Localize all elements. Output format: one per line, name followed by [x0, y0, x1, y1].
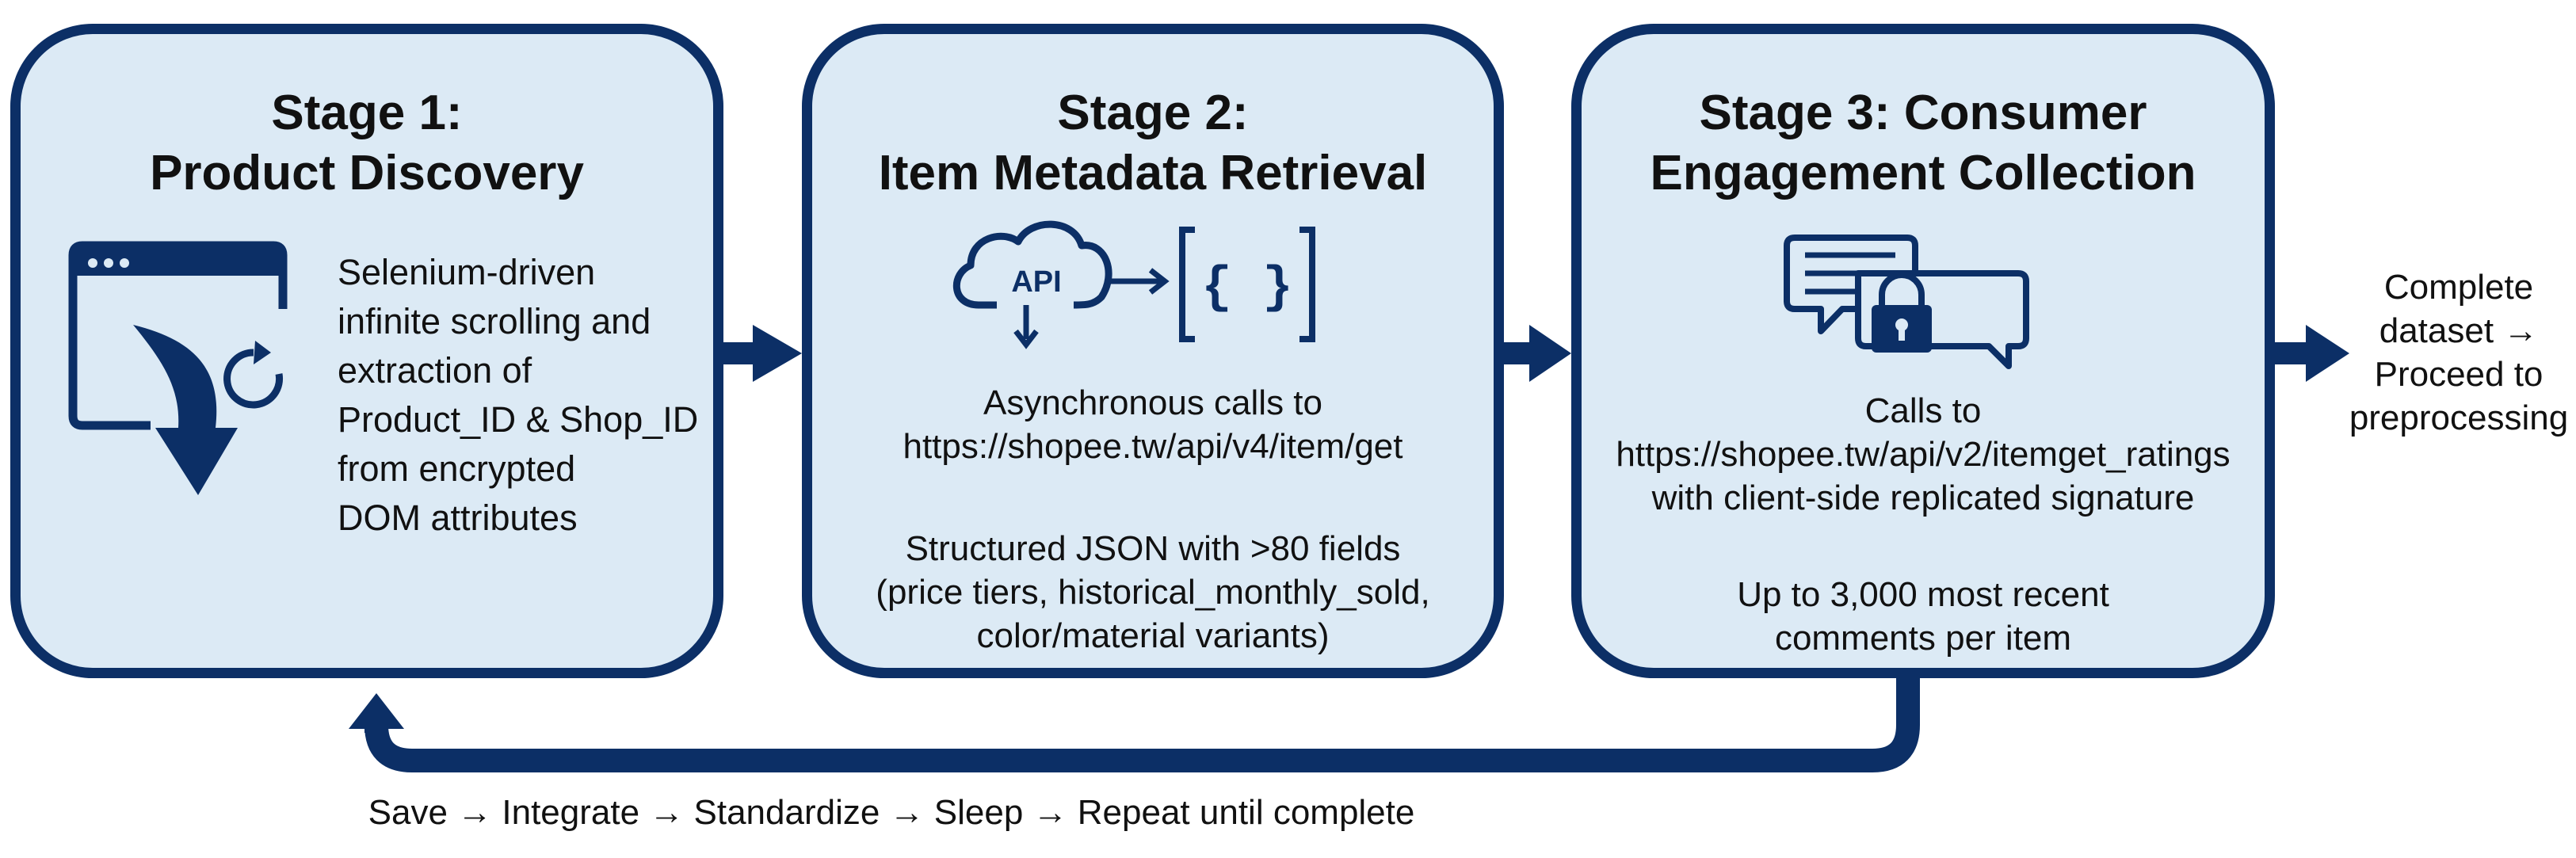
feedback-loop-arrow	[349, 678, 1920, 772]
stage-2-title-line-1: Stage 2:	[1057, 86, 1249, 140]
chat-lock-icon	[1784, 235, 2029, 369]
stage-1-line-1: Selenium-driven	[338, 252, 596, 292]
stage-3-title-line-1: Stage 3: Consumer	[1699, 86, 2147, 140]
stage-1-line-6: DOM attributes	[338, 498, 578, 538]
api-label: API	[1011, 265, 1061, 299]
stage-2-line-1: Asynchronous calls to	[983, 383, 1322, 422]
stage-2-note-line-3: color/material variants)	[976, 616, 1330, 655]
stage-1-box: Stage 1: Product Discovery Selenium-driv…	[10, 24, 723, 678]
stage-1-title: Stage 1: Product Discovery	[21, 83, 713, 204]
stage-2-note-line-1: Structured JSON with >80 fields	[905, 529, 1401, 568]
final-output-line-2: dataset →	[2379, 311, 2539, 350]
stage-3-line-3: with client-side replicated signature	[1651, 479, 2195, 517]
final-output-label: Complete dataset → Proceed to preprocess…	[2344, 265, 2574, 440]
stage-2-description: Asynchronous calls to https://shopee.tw/…	[812, 381, 1494, 468]
stage-3-line-1: Calls to	[1864, 391, 1982, 430]
arrow-stage3-to-output	[2275, 325, 2349, 382]
stage-3-box: Stage 3: Consumer Engagement Collection …	[1571, 24, 2275, 678]
stage-1-title-line-2: Product Discovery	[150, 146, 584, 200]
loop-label: Save → Integrate → Standardize → Sleep →…	[368, 793, 1415, 832]
stage-1-line-5: from encrypted	[338, 448, 576, 489]
final-output-line-3: Proceed to	[2374, 355, 2544, 394]
browser-scroll-icon	[68, 241, 288, 495]
final-output-line-4: preprocessing	[2349, 398, 2569, 437]
stage-1-line-2: infinite scrolling and	[338, 301, 651, 341]
final-output-line-1: Complete	[2383, 268, 2534, 307]
stage-2-box: Stage 2: Item Metadata Retrieval Asynchr…	[802, 24, 1504, 678]
stage-2-note-line-2: (price tiers, historical_monthly_sold,	[876, 573, 1430, 612]
stage-3-output-note: Up to 3,000 most recent comments per ite…	[1582, 573, 2265, 660]
stage-2-title-line-2: Item Metadata Retrieval	[878, 146, 1428, 200]
stage-1-title-line-1: Stage 1:	[271, 86, 463, 140]
stage-3-endpoint: https://shopee.tw/api/v2/itemget_ratings	[1616, 435, 2231, 474]
stage-2-endpoint: https://shopee.tw/api/v4/item/get	[903, 427, 1403, 466]
json-braces-label: { }	[1201, 260, 1292, 317]
stage-1-description: Selenium-driven infinite scrolling and e…	[338, 248, 713, 543]
stage-3-note-line-1: Up to 3,000 most recent	[1737, 575, 2109, 614]
stage-3-description: Calls to https://shopee.tw/api/v2/itemge…	[1582, 389, 2265, 520]
arrow-stage1-to-stage2	[723, 325, 802, 382]
arrow-stage2-to-stage3	[1504, 325, 1571, 382]
stage-3-title: Stage 3: Consumer Engagement Collection	[1582, 83, 2265, 204]
stage-1-line-4: Product_ID & Shop_ID	[338, 399, 699, 440]
stage-1-line-3: extraction of	[338, 350, 532, 391]
stage-2-title: Stage 2: Item Metadata Retrieval	[812, 83, 1494, 204]
api-cloud-json-icon: API { }	[952, 220, 1315, 349]
stage-2-output-note: Structured JSON with >80 fields (price t…	[812, 527, 1494, 658]
stage-3-title-line-2: Engagement Collection	[1650, 146, 2196, 200]
stage-3-note-line-2: comments per item	[1774, 619, 2072, 658]
